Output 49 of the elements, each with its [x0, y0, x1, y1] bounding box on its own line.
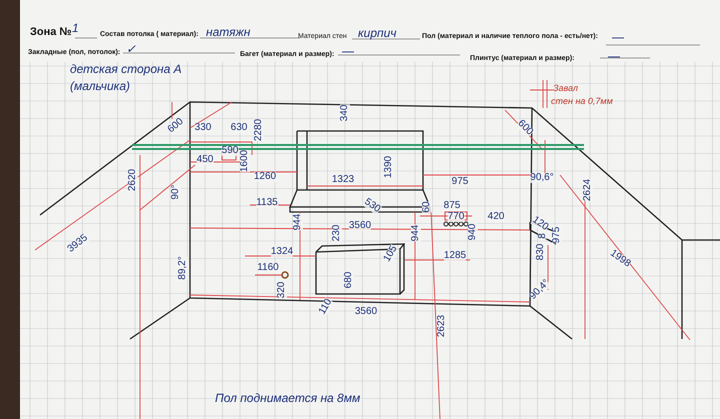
dimension-label: 90,6°: [530, 173, 554, 183]
dimension-label: 830: [536, 244, 546, 260]
handwritten-note: Завал: [553, 84, 578, 93]
handwritten-value: —: [608, 50, 620, 62]
dimension-label: 1600: [240, 150, 250, 172]
dimension-label: 975: [452, 177, 468, 187]
dimension-label: 1323: [332, 175, 354, 185]
dimension-label: 3560: [354, 307, 378, 317]
dimension-label: 940: [468, 224, 478, 240]
dimension-label: 330: [194, 123, 212, 133]
dimension-label: 944: [293, 214, 303, 230]
dimension-label: 1390: [384, 156, 394, 178]
dimension-label: 975: [552, 226, 562, 244]
dimension-label: 875: [444, 201, 460, 211]
handwritten-note: Пол поднимается на 8мм: [215, 392, 360, 404]
dimension-label: 2624: [583, 178, 593, 202]
dimension-label: 1135: [256, 198, 278, 208]
dimension-label: 60: [422, 201, 432, 213]
dimension-label: 630: [230, 123, 248, 133]
handwritten-note: стен на 0,7мм: [551, 97, 613, 106]
dimension-label: 230: [332, 224, 342, 242]
dimension-label: 2620: [128, 168, 138, 192]
dimension-label: 1160: [257, 263, 279, 273]
handwritten-value: кирпич: [358, 27, 397, 39]
dimension-label: 450: [196, 155, 214, 165]
dimension-label: 2623: [437, 314, 447, 338]
handwritten-value: —: [612, 31, 624, 43]
dimension-label: 1285: [444, 251, 466, 261]
handwritten-value: 1: [72, 22, 79, 34]
dimension-label: 320: [277, 282, 287, 298]
dimension-label: 680: [344, 272, 354, 288]
dimension-label: 770: [448, 212, 464, 222]
dimension-label: 89,2°: [178, 256, 188, 280]
handwritten-note: (мальчика): [70, 80, 130, 92]
dimension-label: 944: [411, 224, 421, 242]
handwritten-value: —: [342, 45, 354, 57]
dimension-label: 1260: [254, 172, 276, 182]
dimension-label: 590: [222, 146, 238, 156]
handwritten-value: ✓: [126, 43, 136, 55]
dimension-label: 3560: [348, 221, 372, 231]
form-label: Зона №: [30, 27, 72, 38]
dimension-label: 1324: [270, 247, 294, 257]
handwritten-value: натяжн: [206, 26, 250, 38]
dimension-label: 2280: [254, 118, 264, 142]
handwritten-note: детская сторона А: [70, 63, 182, 75]
dimension-label: 8: [538, 233, 548, 239]
dimension-label: 340: [340, 104, 350, 122]
dimension-label: 90°: [171, 184, 181, 200]
dimension-label: 420: [488, 212, 504, 222]
